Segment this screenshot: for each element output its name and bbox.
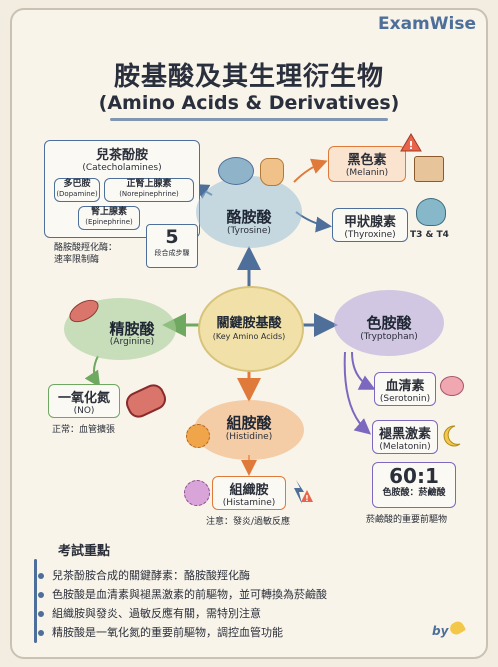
melanin-en: (Melanin) bbox=[345, 168, 389, 178]
allergy-warning-icon: ! bbox=[294, 480, 313, 504]
norepinephrine-en: (Norepinephrine) bbox=[119, 190, 179, 198]
bullet-dot bbox=[38, 630, 44, 636]
dopamine-chip: 多巴胺 (Dopamine) bbox=[54, 178, 100, 202]
serotonin-en: (Serotonin) bbox=[379, 394, 431, 404]
steps-box: 5 段合成步驟 bbox=[146, 224, 198, 268]
ratio-value: 60:1 bbox=[389, 464, 439, 488]
norepinephrine-label: 正腎上腺素 bbox=[126, 179, 172, 189]
melanin-cube-icon bbox=[414, 156, 444, 182]
brain-icon bbox=[218, 157, 254, 185]
ratio-box: 60:1 色胺酸：菸鹼酸 bbox=[372, 462, 456, 508]
histidine-blob bbox=[194, 400, 304, 460]
arginine-en: (Arginine) bbox=[109, 337, 155, 347]
key-point-item: 精胺酸是一氧化氮的重要前驅物，調控血管功能 bbox=[38, 623, 448, 642]
key-point-item: 兒茶酚胺合成的關鍵酵素：酪胺酸羥化酶 bbox=[38, 566, 448, 585]
svg-text:!: ! bbox=[408, 139, 413, 152]
key-point-item: 組織胺與發炎、過敏反應有關，需特別注意 bbox=[38, 604, 448, 623]
moon-icon bbox=[443, 425, 461, 447]
arrow-arginine-no bbox=[84, 355, 101, 388]
key-points-list: 兒茶酚胺合成的關鍵酵素：酪胺酸羥化酶 色胺酸是血清素與褪黑激素的前驅物，並可轉換… bbox=[38, 566, 448, 642]
enzyme-note: 酪胺酸羥化酶： 速率限制酶 bbox=[54, 242, 117, 266]
no-box: 一氧化氮 (NO) bbox=[48, 384, 120, 418]
serotonin-box: 血清素 (Serotonin) bbox=[374, 372, 436, 406]
center-label: 關鍵胺基酸 bbox=[216, 316, 282, 331]
page-subtitle: (Amino Acids & Derivatives) bbox=[98, 92, 400, 114]
brand-logo: ExamWise bbox=[378, 14, 476, 34]
key-points-title: 考試重點 bbox=[58, 544, 111, 559]
arginine-label: 精胺酸 bbox=[109, 320, 155, 338]
histidine-en: (Histidine) bbox=[225, 432, 273, 442]
thyroxine-label: 甲狀腺素 bbox=[343, 215, 396, 230]
melatonin-en: (Melatonin) bbox=[379, 442, 431, 452]
histamine-box: 組織胺 (Histamine) bbox=[212, 476, 286, 510]
tryptophan-en: (Tryptophan) bbox=[360, 332, 418, 342]
immune-cell-icon bbox=[186, 424, 210, 448]
page-title: 胺基酸及其生理衍生物 bbox=[113, 62, 384, 92]
arrow-tryptophan-melatonin bbox=[343, 351, 372, 435]
catecholamines-title: 兒茶酚胺 bbox=[95, 148, 148, 163]
epinephrine-label: 腎上腺素 bbox=[90, 207, 127, 217]
no-note: 正常：血管擴張 bbox=[52, 425, 116, 435]
norepinephrine-chip: 正腎上腺素 (Norepinephrine) bbox=[104, 178, 194, 202]
bullet-dot bbox=[38, 573, 44, 579]
histamine-label: 組織胺 bbox=[229, 483, 269, 498]
key-point-text: 兒茶酚胺合成的關鍵酵素：酪胺酸羥化酶 bbox=[52, 569, 250, 582]
epinephrine-en: (Epinephrine) bbox=[85, 218, 133, 226]
bullet-dot bbox=[38, 611, 44, 617]
title-underline bbox=[110, 118, 388, 121]
center-blob bbox=[198, 286, 304, 372]
adrenal-icon bbox=[260, 158, 284, 186]
key-points-bar bbox=[34, 559, 37, 643]
no-en: (NO) bbox=[73, 406, 95, 416]
enzyme-note-line2: 速率限制酶 bbox=[54, 255, 100, 265]
steps-number: 5 bbox=[165, 226, 179, 248]
ratio-note: 菸鹼酸的重要前驅物 bbox=[366, 515, 448, 525]
melanin-label: 黑色素 bbox=[347, 153, 387, 168]
ratio-label: 色胺酸：菸鹼酸 bbox=[382, 488, 446, 498]
happy-brain-icon bbox=[440, 376, 464, 396]
signature: by bbox=[432, 624, 449, 638]
thyroid-icon bbox=[416, 198, 446, 226]
epinephrine-chip: 腎上腺素 (Epinephrine) bbox=[78, 206, 140, 230]
melatonin-label: 褪黑激素 bbox=[378, 427, 431, 442]
center-en: (Key Amino Acids) bbox=[212, 332, 286, 341]
tryptophan-label: 色胺酸 bbox=[366, 314, 412, 332]
histamine-en: (Histamine) bbox=[222, 498, 276, 508]
key-point-item: 色胺酸是血清素與褪黑激素的前驅物，並可轉換為菸鹼酸 bbox=[38, 585, 448, 604]
melanin-box: 黑色素 (Melanin) bbox=[328, 146, 406, 182]
dopamine-en: (Dopamine) bbox=[56, 190, 98, 198]
bullet-dot bbox=[38, 592, 44, 598]
enzyme-note-line1: 酪胺酸羥化酶： bbox=[54, 243, 118, 253]
thyroxine-tag: T3 & T4 bbox=[410, 230, 449, 240]
histidine-label: 組胺酸 bbox=[226, 414, 272, 432]
dopamine-label: 多巴胺 bbox=[63, 179, 91, 189]
melatonin-box: 褪黑激素 (Melatonin) bbox=[372, 420, 438, 454]
tyrosine-label: 酪胺酸 bbox=[226, 208, 272, 226]
key-point-text: 色胺酸是血清素與褪黑激素的前驅物，並可轉換為菸鹼酸 bbox=[52, 588, 327, 601]
thyroxine-box: 甲狀腺素 (Thyroxine) bbox=[332, 208, 408, 242]
serotonin-label: 血清素 bbox=[385, 379, 425, 394]
tyrosine-en: (Tyrosine) bbox=[227, 226, 271, 236]
tyrosine-blob bbox=[196, 176, 302, 248]
histamine-note: 注意：發炎/過敏反應 bbox=[206, 517, 291, 527]
svg-text:!: ! bbox=[305, 494, 309, 503]
catecholamines-en: (Catecholamines) bbox=[82, 163, 162, 173]
steps-label: 段合成步驟 bbox=[154, 249, 190, 257]
key-point-text: 精胺酸是一氧化氮的重要前驅物，調控血管功能 bbox=[52, 626, 283, 639]
no-label: 一氧化氮 bbox=[57, 391, 110, 406]
key-point-text: 組織胺與發炎、過敏反應有關，需特別注意 bbox=[52, 607, 261, 620]
arrow-tyrosine-melanin bbox=[293, 158, 328, 183]
thyroxine-en: (Thyroxine) bbox=[344, 230, 396, 240]
tryptophan-blob bbox=[334, 290, 444, 356]
mast-cell-icon bbox=[184, 480, 210, 506]
arrow-tryptophan-serotonin bbox=[351, 351, 376, 390]
warning-icon: ! bbox=[400, 133, 422, 152]
